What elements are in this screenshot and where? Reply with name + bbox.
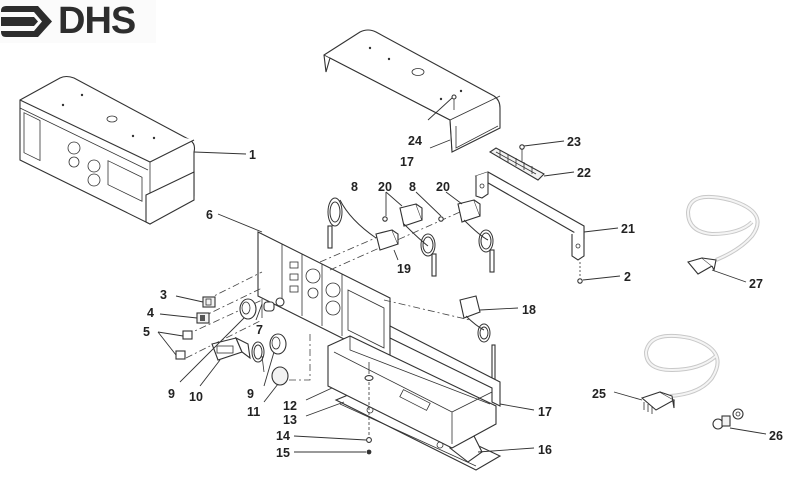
callout-17-top: 17 bbox=[400, 155, 414, 169]
callout-4: 4 bbox=[147, 306, 154, 320]
callout-18: 18 bbox=[522, 303, 536, 317]
screw-2 bbox=[577, 262, 583, 284]
callout-12: 12 bbox=[283, 399, 297, 413]
rocker-switch-3 bbox=[202, 296, 216, 308]
digital-thermometer bbox=[211, 336, 265, 373]
callout-13: 13 bbox=[283, 413, 297, 427]
callout-22: 22 bbox=[577, 166, 591, 180]
leader-lines bbox=[157, 97, 767, 453]
cap bbox=[271, 366, 289, 386]
knob-nut bbox=[261, 297, 285, 318]
screw-23 bbox=[519, 144, 525, 162]
callout-14: 14 bbox=[276, 429, 290, 443]
callout-24: 24 bbox=[408, 134, 422, 148]
screws-8 bbox=[382, 216, 444, 222]
terminal-block bbox=[488, 147, 545, 181]
callout-9a: 9 bbox=[168, 387, 175, 401]
tray-housing bbox=[327, 325, 501, 449]
thermostat-knob-lower bbox=[269, 333, 287, 355]
callout-11: 11 bbox=[247, 405, 260, 419]
callout-15: 15 bbox=[276, 446, 290, 460]
callout-5: 5 bbox=[143, 325, 150, 339]
front-panel bbox=[257, 231, 391, 363]
callout-27: 27 bbox=[749, 277, 763, 291]
callout-16: 16 bbox=[538, 443, 552, 457]
hardware-12-15 bbox=[364, 362, 374, 455]
callout-7: 7 bbox=[256, 323, 263, 337]
callout-8b: 8 bbox=[409, 180, 416, 194]
arrow-logo-icon bbox=[1, 6, 52, 37]
assembled-control-box bbox=[19, 75, 196, 225]
logo: DHS bbox=[0, 0, 156, 43]
callout-8a: 8 bbox=[351, 180, 358, 194]
connector-cable-27 bbox=[685, 195, 760, 275]
thermostat-19 bbox=[327, 197, 399, 251]
callout-21: 21 bbox=[621, 222, 635, 236]
callout-19: 19 bbox=[397, 262, 411, 276]
thermostat-20a bbox=[399, 203, 437, 277]
callout-20b: 20 bbox=[436, 180, 450, 194]
callout-20a: 20 bbox=[378, 180, 392, 194]
callout-9b: 9 bbox=[247, 387, 254, 401]
callout-17-bottom: 17 bbox=[538, 405, 552, 419]
callout-2: 2 bbox=[624, 270, 631, 284]
thermostat-knob-upper bbox=[239, 298, 257, 320]
callout-6: 6 bbox=[206, 208, 213, 222]
connector-cable-25 bbox=[640, 333, 720, 414]
cable-gland bbox=[712, 408, 744, 430]
upper-cover bbox=[323, 29, 501, 153]
callout-25: 25 bbox=[592, 387, 606, 401]
callout-26: 26 bbox=[769, 429, 783, 443]
callout-23: 23 bbox=[567, 135, 581, 149]
logo-text: DHS bbox=[58, 0, 136, 42]
callout-10: 10 bbox=[189, 390, 203, 404]
rocker-switch-4 bbox=[196, 312, 210, 324]
mounting-bracket bbox=[474, 171, 585, 261]
callout-3: 3 bbox=[160, 288, 167, 302]
callout-1: 1 bbox=[249, 148, 256, 162]
callout-labels: 1 2 3 4 5 6 7 8 8 9 9 10 11 12 13 14 15 … bbox=[143, 134, 783, 460]
thermostat-20b bbox=[457, 199, 495, 273]
